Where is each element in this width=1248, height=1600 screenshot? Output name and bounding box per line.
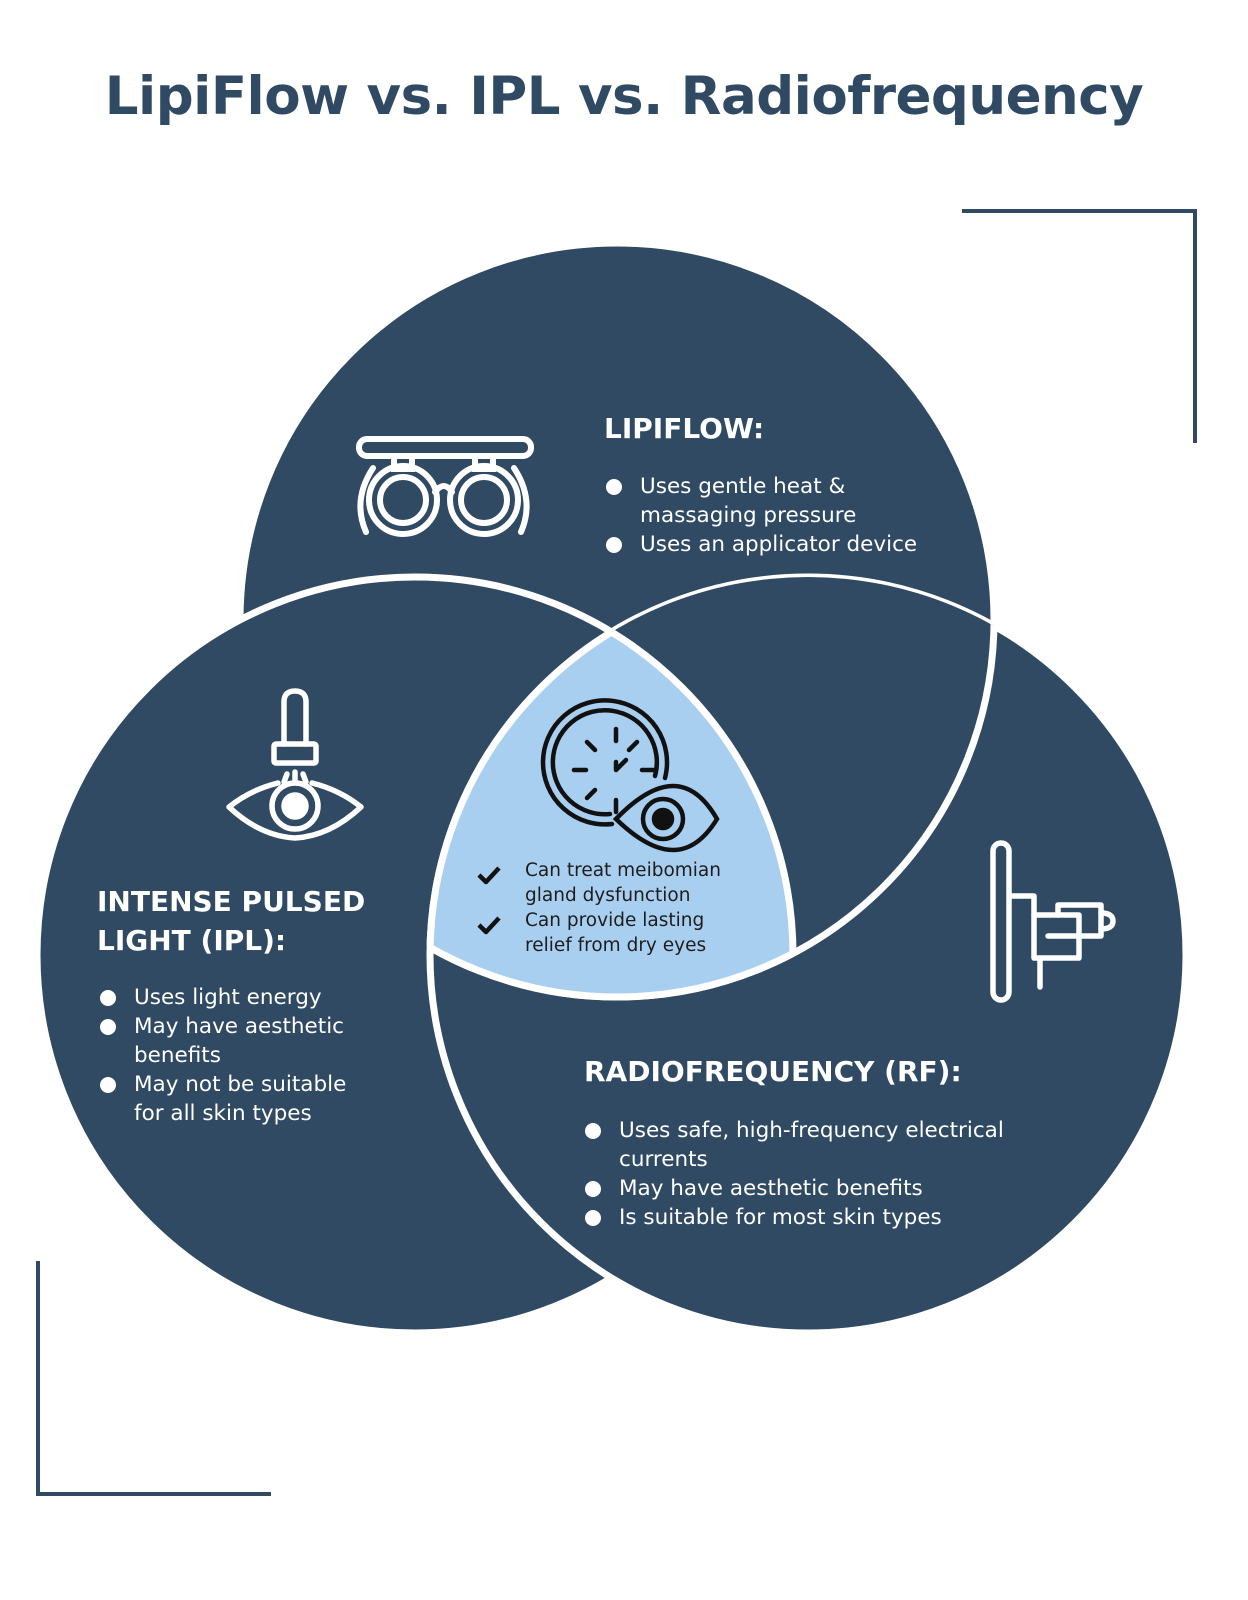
list-item: Can treat meibomian gland dysfunction xyxy=(476,858,756,908)
ipl-heading-line1: INTENSE PULSED xyxy=(97,885,366,918)
bullet-text: May not be suitable for all skin types xyxy=(134,1072,347,1126)
list-item: Uses safe, high-frequency electrical cur… xyxy=(585,1116,1045,1174)
list-item: Uses gentle heat & massaging pressure xyxy=(606,472,966,530)
list-item: May have aesthetic benefits xyxy=(585,1174,1045,1203)
bullet-icon xyxy=(100,990,116,1006)
list-item: May have aesthetic benefits xyxy=(100,1012,370,1070)
bullet-icon xyxy=(585,1210,601,1226)
list-item: Can provide lasting relief from dry eyes xyxy=(476,908,756,958)
list-item: Uses light energy xyxy=(100,983,370,1012)
ipl-list: Uses light energy May have aesthetic ben… xyxy=(100,983,370,1128)
list-item: May not be suitable for all skin types xyxy=(100,1070,370,1128)
bullet-text: Uses light energy xyxy=(134,985,322,1010)
trial-frame-glasses-icon xyxy=(356,436,534,537)
bullet-text: Uses gentle heat & massaging pressure xyxy=(640,474,857,528)
page-title: LipiFlow vs. IPL vs. Radiofrequency xyxy=(104,66,1144,127)
bullet-text: Uses safe, high-frequency electrical cur… xyxy=(619,1118,1004,1172)
list-item: Uses an applicator device xyxy=(606,530,966,559)
bullet-icon xyxy=(606,479,622,495)
corner-bracket-bottom-left xyxy=(36,1261,40,1496)
lipiflow-heading: LIPIFLOW: xyxy=(604,412,765,445)
bullet-text: May have aesthetic benefits xyxy=(619,1176,923,1201)
bullet-icon xyxy=(100,1019,116,1035)
list-item: Is suitable for most skin types xyxy=(585,1203,1045,1232)
bullet-text: Is suitable for most skin types xyxy=(619,1205,942,1230)
checkmark-icon xyxy=(477,916,501,935)
rf-heading: RADIOFREQUENCY (RF): xyxy=(584,1055,962,1088)
bullet-icon xyxy=(100,1077,116,1093)
rf-list: Uses safe, high-frequency electrical cur… xyxy=(585,1116,1045,1232)
light-on-eye-icon xyxy=(226,688,364,841)
corner-bracket-top-right xyxy=(962,209,1197,213)
bullet-icon xyxy=(585,1123,601,1139)
ipl-heading: INTENSE PULSED LIGHT (IPL): xyxy=(97,882,365,960)
bullet-icon xyxy=(606,537,622,553)
rf-device-icon xyxy=(990,840,1116,1003)
checkmark-icon xyxy=(477,866,501,885)
bullet-icon xyxy=(585,1181,601,1197)
corner-bracket-bottom-left-horizontal xyxy=(36,1492,271,1496)
lipiflow-list: Uses gentle heat & massaging pressure Us… xyxy=(606,472,966,559)
corner-bracket-top-right-vertical xyxy=(1193,209,1197,443)
clock-eye-icon xyxy=(540,698,720,853)
shared-item-text: Can treat meibomian gland dysfunction xyxy=(525,860,721,906)
bullet-text: May have aesthetic benefits xyxy=(134,1014,344,1068)
ipl-heading-line2: LIGHT (IPL): xyxy=(97,924,287,957)
shared-item-text: Can provide lasting relief from dry eyes xyxy=(525,910,707,956)
shared-list: Can treat meibomian gland dysfunction Ca… xyxy=(476,858,756,958)
bullet-text: Uses an applicator device xyxy=(640,532,918,557)
